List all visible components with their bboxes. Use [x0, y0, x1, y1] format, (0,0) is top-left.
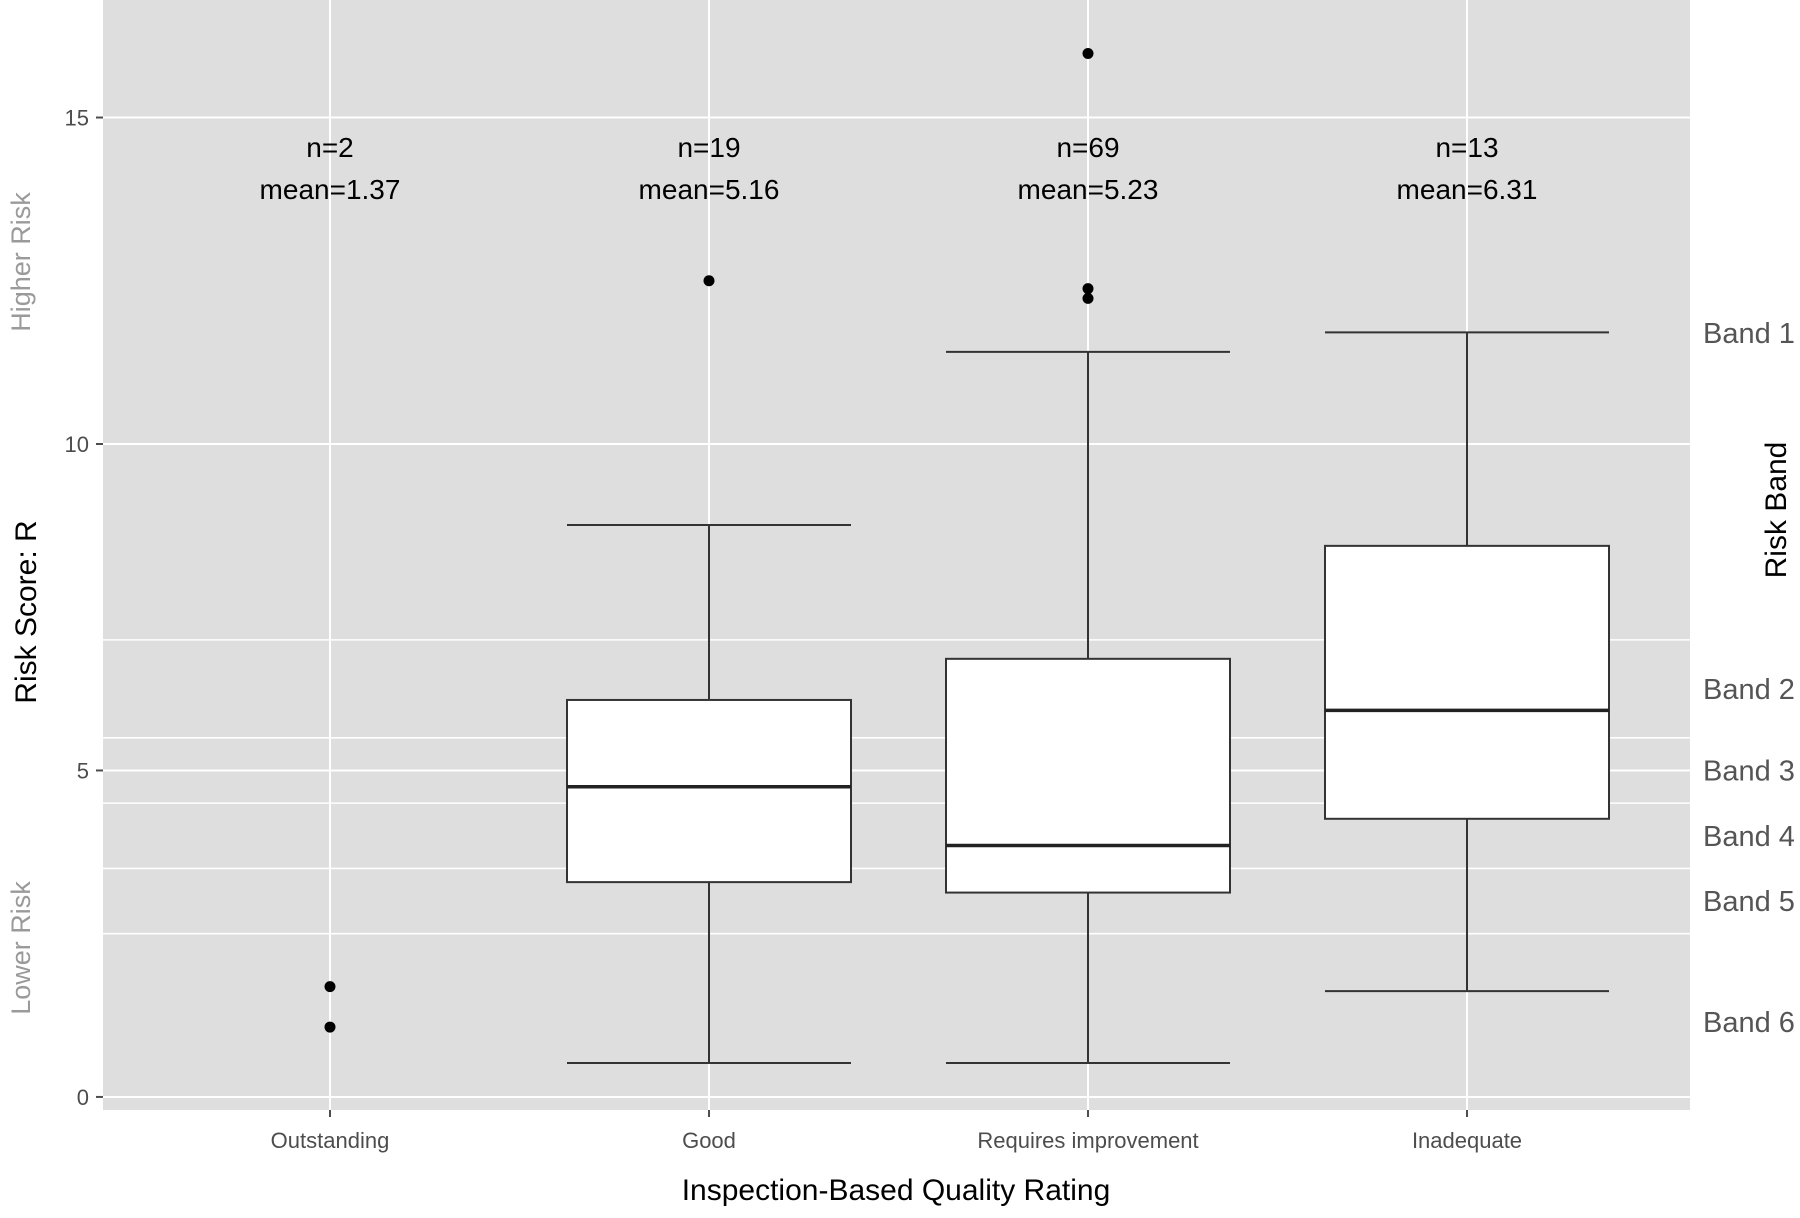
x-tick-label: Outstanding [271, 1128, 390, 1153]
box-requires-improvement [945, 350, 1231, 1064]
interquartile-box [566, 698, 852, 884]
risk-band-label: Band 3 [1703, 755, 1795, 787]
y-tick-label: 10 [65, 432, 89, 457]
n-label: n=13 [1435, 132, 1498, 163]
interquartile-box [945, 657, 1231, 894]
x-axis-title: Inspection-Based Quality Rating [682, 1174, 1111, 1207]
risk-band-label: Band 4 [1703, 821, 1795, 853]
x-tick-label: Requires improvement [977, 1128, 1198, 1153]
risk-band-label: Band 2 [1703, 674, 1795, 706]
n-label: n=69 [1056, 132, 1119, 163]
box-inadequate [1324, 331, 1610, 993]
x-tick-label: Good [682, 1128, 736, 1153]
box-good [566, 523, 852, 1064]
risk-band-axis-title: Risk Band [1760, 442, 1793, 579]
x-tick-label: Inadequate [1412, 1128, 1522, 1153]
y-tick-label: 15 [65, 106, 89, 131]
boxes [566, 331, 1610, 1064]
mean-label: mean=1.37 [260, 174, 401, 205]
outlier-point [1082, 292, 1094, 304]
y-tick-label: 0 [77, 1085, 89, 1110]
annotations: n=2 mean=1.37 n=19 mean=5.16 n=69 mean=5.23 n=… [260, 132, 1538, 205]
outlier-point [1082, 48, 1094, 60]
y-axis-title: Risk Score: R [10, 520, 43, 703]
n-label: n=2 [306, 132, 354, 163]
n-label: n=19 [677, 132, 740, 163]
y-axis-higher-risk-label: Higher Risk [6, 192, 36, 332]
outlier-point [703, 275, 715, 287]
outlier-point [324, 981, 336, 993]
outlier-point [1082, 283, 1094, 295]
mean-label: mean=6.31 [1397, 174, 1538, 205]
mean-label: mean=5.23 [1018, 174, 1159, 205]
y-tick-label: 5 [77, 758, 89, 783]
outlier-point [324, 1021, 336, 1033]
y-axis-lower-risk-label: Lower Risk [6, 881, 36, 1015]
outlier-points [324, 48, 1094, 1033]
risk-band-label: Band 5 [1703, 886, 1795, 918]
risk-band-label: Band 6 [1703, 1007, 1795, 1039]
interquartile-box [1324, 544, 1610, 820]
risk-band-label: Band 1 [1703, 318, 1795, 350]
mean-label: mean=5.16 [639, 174, 780, 205]
